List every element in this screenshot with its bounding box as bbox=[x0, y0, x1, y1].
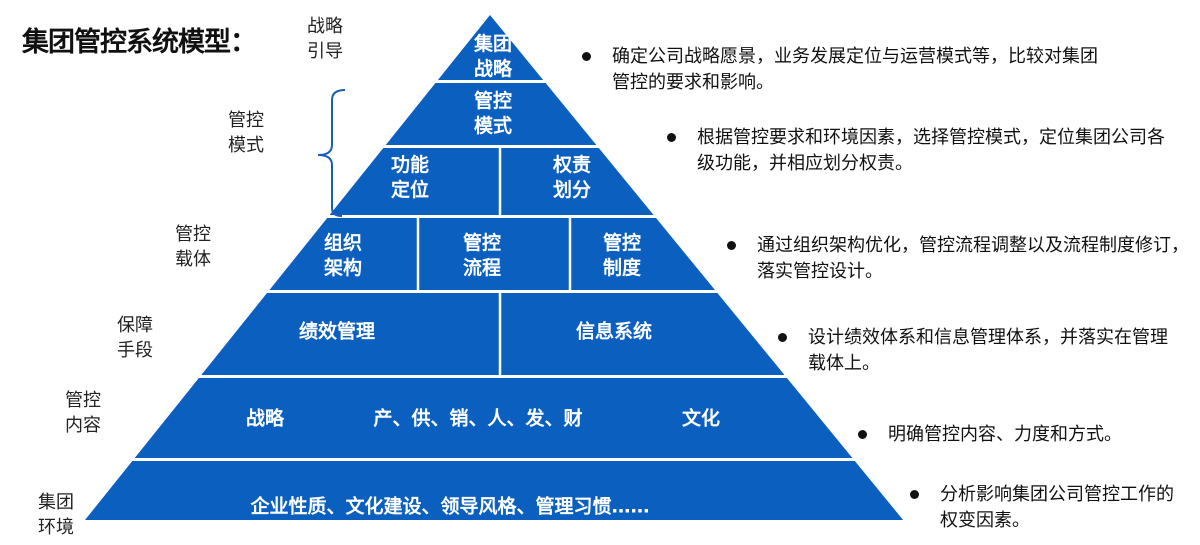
pyramid-content-functions: 产、供、销、人、发、财 bbox=[373, 407, 583, 430]
bullet-dot-icon bbox=[910, 490, 919, 499]
side-label-control-mode: 管控模式 bbox=[228, 110, 264, 156]
bullet-4: 设计绩效体系和信息管理体系，并落实在管理载体上。 bbox=[778, 325, 1178, 377]
pyramid-function-positioning: 功能定位 bbox=[390, 154, 429, 201]
side-label-control-carrier: 管控载体 bbox=[175, 224, 211, 270]
pyramid-org-structure: 组织架构 bbox=[323, 232, 362, 279]
layer-environment bbox=[84, 461, 904, 520]
bullet-dot-icon bbox=[858, 430, 867, 439]
bullet-dot-icon bbox=[778, 333, 787, 342]
pyramid-environment-factors: 企业性质、文化建设、领导风格、管理习惯…… bbox=[250, 495, 650, 518]
bullet-dot-icon bbox=[582, 52, 591, 61]
bullet-6: 分析影响集团公司管控工作的权变因素。 bbox=[910, 482, 1180, 534]
pyramid-control-mode: 管控模式 bbox=[473, 90, 512, 137]
bullet-3: 通过组织架构优化，管控流程调整以及流程制度修订，落实管控设计。 bbox=[727, 233, 1197, 285]
layer-carrier bbox=[269, 218, 715, 290]
bullet-5: 明确管控内容、力度和方式。 bbox=[858, 422, 1188, 448]
bullet-text: 明确管控内容、力度和方式。 bbox=[888, 424, 1122, 445]
bullet-text: 根据管控要求和环境因素，选择管控模式，定位集团公司各级功能，并相应划分权责。 bbox=[697, 127, 1165, 174]
bullet-dot-icon bbox=[667, 133, 676, 142]
side-label-safeguard: 保障手段 bbox=[117, 315, 153, 361]
bullet-text: 确定公司战略愿景，业务发展定位与运营模式等，比较对集团管控的要求和影响。 bbox=[612, 46, 1098, 93]
side-label-control-content: 管控内容 bbox=[65, 390, 101, 436]
bullet-text: 通过组织架构优化，管控流程调整以及流程制度修订，落实管控设计。 bbox=[757, 235, 1189, 282]
side-label-strategy-guide: 战略引导 bbox=[307, 16, 343, 62]
pyramid-performance-mgmt: 绩效管理 bbox=[298, 320, 376, 343]
pyramid-info-system: 信息系统 bbox=[575, 320, 653, 343]
layer-group-strategy bbox=[437, 15, 544, 80]
bullet-2: 根据管控要求和环境因素，选择管控模式，定位集团公司各级功能，并相应划分权责。 bbox=[667, 125, 1177, 177]
bullet-1: 确定公司战略愿景，业务发展定位与运营模式等，比较对集团管控的要求和影响。 bbox=[582, 44, 1112, 96]
layer-content bbox=[134, 378, 853, 458]
layer-positioning bbox=[329, 148, 654, 215]
bullet-dot-icon bbox=[727, 241, 736, 250]
pyramid-content-strategy: 战略 bbox=[245, 407, 285, 430]
pyramid-control-system: 管控制度 bbox=[602, 232, 641, 279]
bullet-text: 分析影响集团公司管控工作的权变因素。 bbox=[940, 484, 1174, 531]
bullet-text: 设计绩效体系和信息管理体系，并落实在管理载体上。 bbox=[808, 327, 1168, 374]
pyramid-content-culture: 文化 bbox=[681, 407, 721, 430]
pyramid-control-process: 管控流程 bbox=[462, 232, 501, 279]
layer-safeguard bbox=[201, 293, 785, 375]
bracket bbox=[317, 89, 346, 217]
side-label-group-environment: 集团环境 bbox=[38, 492, 74, 538]
pyramid-authority-division: 权责划分 bbox=[552, 154, 591, 201]
layer-control-mode bbox=[385, 83, 597, 145]
pyramid-group-strategy: 集团战略 bbox=[473, 33, 512, 80]
page-title: 集团管控系统模型： bbox=[22, 27, 257, 58]
